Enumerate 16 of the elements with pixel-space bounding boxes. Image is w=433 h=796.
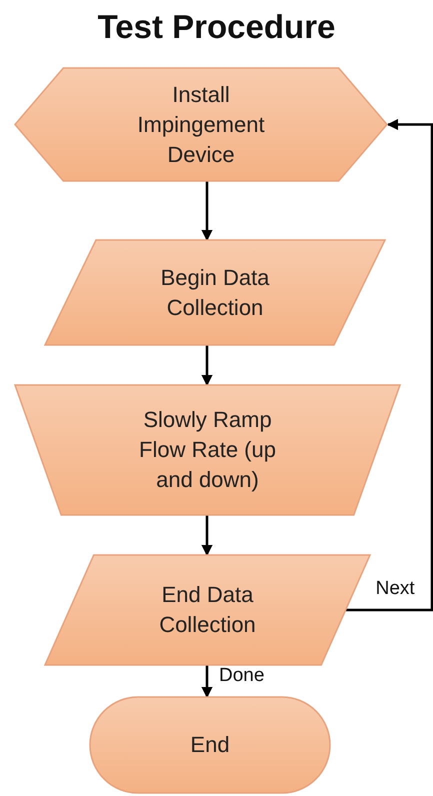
node-text: Begin Data Collection bbox=[160, 264, 270, 322]
arrow bbox=[201, 665, 213, 698]
node-text: End bbox=[190, 731, 230, 759]
arrow bbox=[201, 515, 213, 556]
arrow bbox=[201, 181, 213, 242]
data-parallelogram bbox=[45, 240, 385, 345]
arrow bbox=[201, 345, 213, 386]
data-parallelogram bbox=[45, 555, 370, 665]
preparation-hexagon bbox=[15, 68, 387, 181]
node-text: End Data Collection bbox=[158, 581, 257, 639]
arrow bbox=[346, 118, 433, 612]
node-text: Install Impingement Device bbox=[136, 80, 266, 168]
terminator-shape bbox=[90, 697, 330, 793]
manual-operation-trapezoid bbox=[15, 385, 400, 515]
node-text: Slowly Ramp Flow Rate (up and down) bbox=[138, 406, 277, 494]
title: Test Procedure bbox=[96, 8, 336, 46]
